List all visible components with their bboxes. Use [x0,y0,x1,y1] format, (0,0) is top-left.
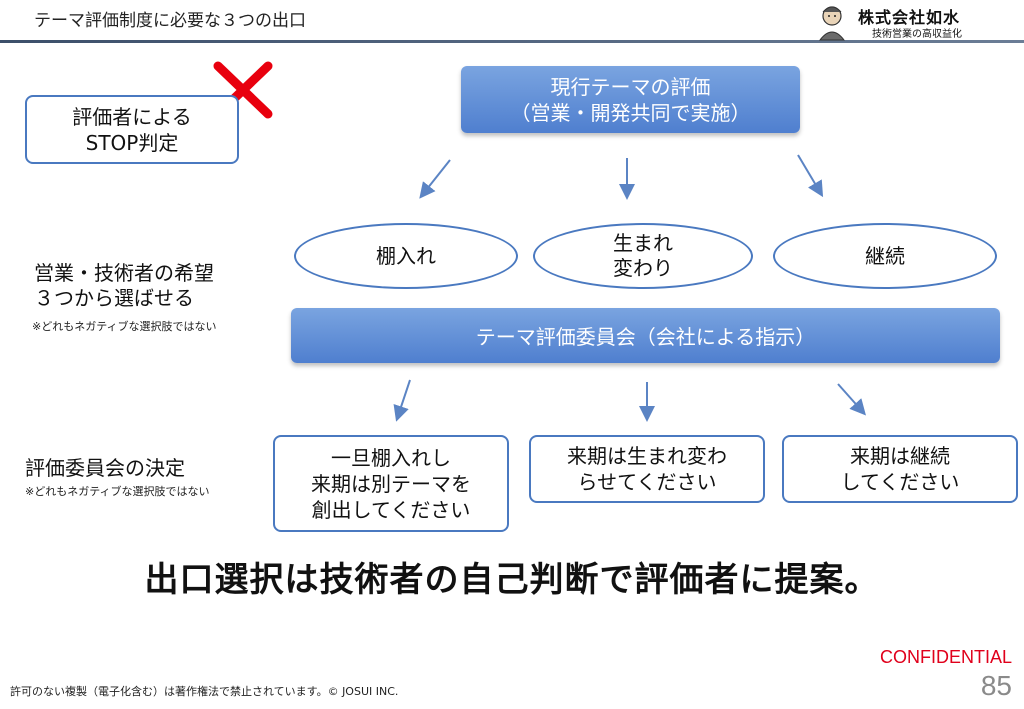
wish-note: ※どれもネガティブな選択肢ではない [32,320,217,333]
page-title: テーマ評価制度に必要な３つの出口 [34,11,306,31]
decision-box-reborn: 来期は生まれ変わ らせてください [529,435,765,503]
stop-judgement-box: 評価者による STOP判定 [25,95,239,164]
company-mascot-icon [818,6,846,41]
headline-message: 出口選択は技術者の自己判断で評価者に提案。 [144,560,880,600]
choice-continue: 継続 [773,223,997,289]
header-divider [0,40,1024,43]
company-logo-name: 株式会社如水 [858,8,961,27]
copyright-footer: 許可のない複製（電子化含む）は著作権法で禁止されています。© JOSUI INC… [10,685,399,698]
current-theme-evaluation-box: 現行テーマの評価 （営業・開発共同で実施） [461,66,800,133]
decision-label: 評価委員会の決定 [25,456,185,480]
decision-box-continue: 来期は継続 してください [782,435,1018,503]
arrow-to-decision-3 [837,383,866,416]
evaluation-committee-bar: テーマ評価委員会（会社による指示） [291,308,1000,363]
decision-box-shelve: 一旦棚入れし 来期は別テーマを 創出してください [273,435,509,532]
arrow-to-decision-1 [393,379,411,422]
arrow-to-continue [797,154,824,198]
confidential-label: CONFIDENTIAL [879,647,1012,667]
choice-shelve: 棚入れ [294,223,518,289]
wish-label: 営業・技術者の希望 ３つから選ばせる [34,261,214,310]
decision-note: ※どれもネガティブな選択肢ではない [25,485,210,498]
arrow-to-shelve [419,159,451,199]
company-logo-tagline: 技術営業の高収益化 [872,29,962,40]
page-number: 85 [980,670,1012,701]
choice-reborn: 生まれ 変わり [533,223,753,289]
